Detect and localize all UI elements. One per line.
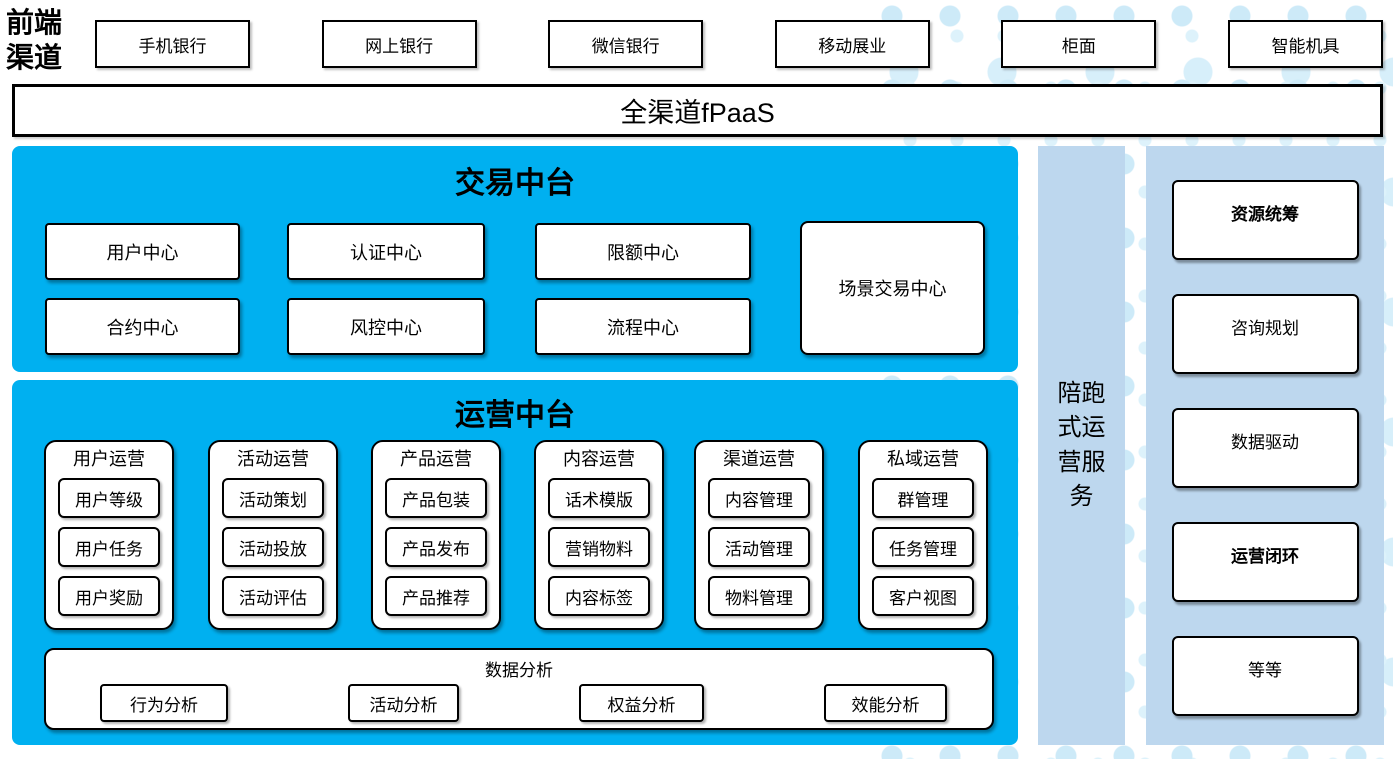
group-item-box: 产品包装 xyxy=(385,478,487,518)
group-private-domain-operation: 私域运营 群管理 任务管理 客户视图 xyxy=(858,440,988,630)
group-item-box: 活动投放 xyxy=(222,527,324,567)
group-item-box: 营销物料 xyxy=(548,527,650,567)
group-item-box: 物料管理 xyxy=(708,576,810,616)
group-content-operation: 内容运营 话术模版 营销物料 内容标签 xyxy=(534,440,664,630)
group-title: 内容运营 xyxy=(563,449,635,469)
front-channel-label: 前端渠道 xyxy=(6,8,63,74)
group-item-box: 用户等级 xyxy=(58,478,160,518)
fpaas-bar: 全渠道fPaaS xyxy=(12,84,1383,137)
data-analysis-title: 数据分析 xyxy=(485,661,553,680)
group-item-box: 内容管理 xyxy=(708,478,810,518)
channel-box-smart-machine: 智能机具 xyxy=(1227,20,1383,68)
group-title: 产品运营 xyxy=(400,449,472,469)
group-item-box: 产品推荐 xyxy=(385,576,487,616)
service-box-resource-planning: 资源统筹 xyxy=(1171,180,1359,260)
channel-box-counter: 柜面 xyxy=(1001,20,1157,68)
group-item-box: 客户视图 xyxy=(872,576,974,616)
group-item-box: 活动评估 xyxy=(222,576,324,616)
analysis-box-behavior: 行为分析 xyxy=(100,684,228,722)
group-item-box: 活动管理 xyxy=(708,527,810,567)
service-panel: 资源统筹 咨询规划 数据驱动 运营闭环 等等 xyxy=(1146,146,1384,745)
center-box-contract: 合约中心 xyxy=(45,298,240,355)
channel-box-mobile-marketing: 移动展业 xyxy=(774,20,930,68)
group-activity-operation: 活动运营 活动策划 活动投放 活动评估 xyxy=(208,440,338,630)
group-product-operation: 产品运营 产品包装 产品发布 产品推荐 xyxy=(371,440,501,630)
analysis-box-efficiency: 效能分析 xyxy=(824,684,947,722)
group-item-box: 群管理 xyxy=(872,478,974,518)
analysis-box-activity: 活动分析 xyxy=(348,684,459,722)
group-item-box: 任务管理 xyxy=(872,527,974,567)
service-box-consulting-planning: 咨询规划 xyxy=(1171,294,1359,374)
channel-row: 手机银行 网上银行 微信银行 移动展业 柜面 智能机具 xyxy=(95,20,1383,68)
center-box-auth: 认证中心 xyxy=(287,223,485,280)
operation-platform: 运营中台 用户运营 用户等级 用户任务 用户奖励 活动运营 活动策划 活动投放 … xyxy=(12,380,1018,745)
center-box-scene-transaction: 场景交易中心 xyxy=(800,221,985,355)
data-analysis-panel: 数据分析 行为分析 活动分析 权益分析 效能分析 xyxy=(44,648,994,730)
group-item-box: 用户奖励 xyxy=(58,576,160,616)
group-title: 私域运营 xyxy=(887,449,959,469)
service-box-data-driven: 数据驱动 xyxy=(1171,408,1359,488)
center-box-user: 用户中心 xyxy=(45,223,240,280)
transaction-platform: 交易中台 用户中心 认证中心 限额中心 合约中心 风控中心 流程中心 场景交易中… xyxy=(12,146,1018,372)
group-title: 用户运营 xyxy=(73,449,145,469)
center-box-process: 流程中心 xyxy=(535,298,751,355)
group-item-box: 内容标签 xyxy=(548,576,650,616)
service-box-etc: 等等 xyxy=(1171,636,1359,716)
group-title: 活动运营 xyxy=(237,449,309,469)
group-item-box: 活动策划 xyxy=(222,478,324,518)
group-title: 渠道运营 xyxy=(723,449,795,469)
operation-platform-title: 运营中台 xyxy=(455,399,575,432)
transaction-platform-title: 交易中台 xyxy=(455,167,575,200)
channel-box-mobile-banking: 手机银行 xyxy=(95,20,250,68)
center-box-risk: 风控中心 xyxy=(287,298,485,355)
channel-box-online-banking: 网上银行 xyxy=(321,20,477,68)
group-item-box: 产品发布 xyxy=(385,527,487,567)
accompany-service-label: 陪跑式运营服务 xyxy=(1057,380,1106,510)
accompany-service-bar: 陪跑式运营服务 xyxy=(1038,146,1125,745)
group-channel-operation: 渠道运营 内容管理 活动管理 物料管理 xyxy=(694,440,824,630)
channel-box-wechat-banking: 微信银行 xyxy=(548,20,704,68)
group-user-operation: 用户运营 用户等级 用户任务 用户奖励 xyxy=(44,440,174,630)
service-box-operation-loop: 运营闭环 xyxy=(1171,522,1359,602)
analysis-box-rights: 权益分析 xyxy=(579,684,704,722)
group-item-box: 用户任务 xyxy=(58,527,160,567)
group-item-box: 话术模版 xyxy=(548,478,650,518)
center-box-limit: 限额中心 xyxy=(535,223,751,280)
